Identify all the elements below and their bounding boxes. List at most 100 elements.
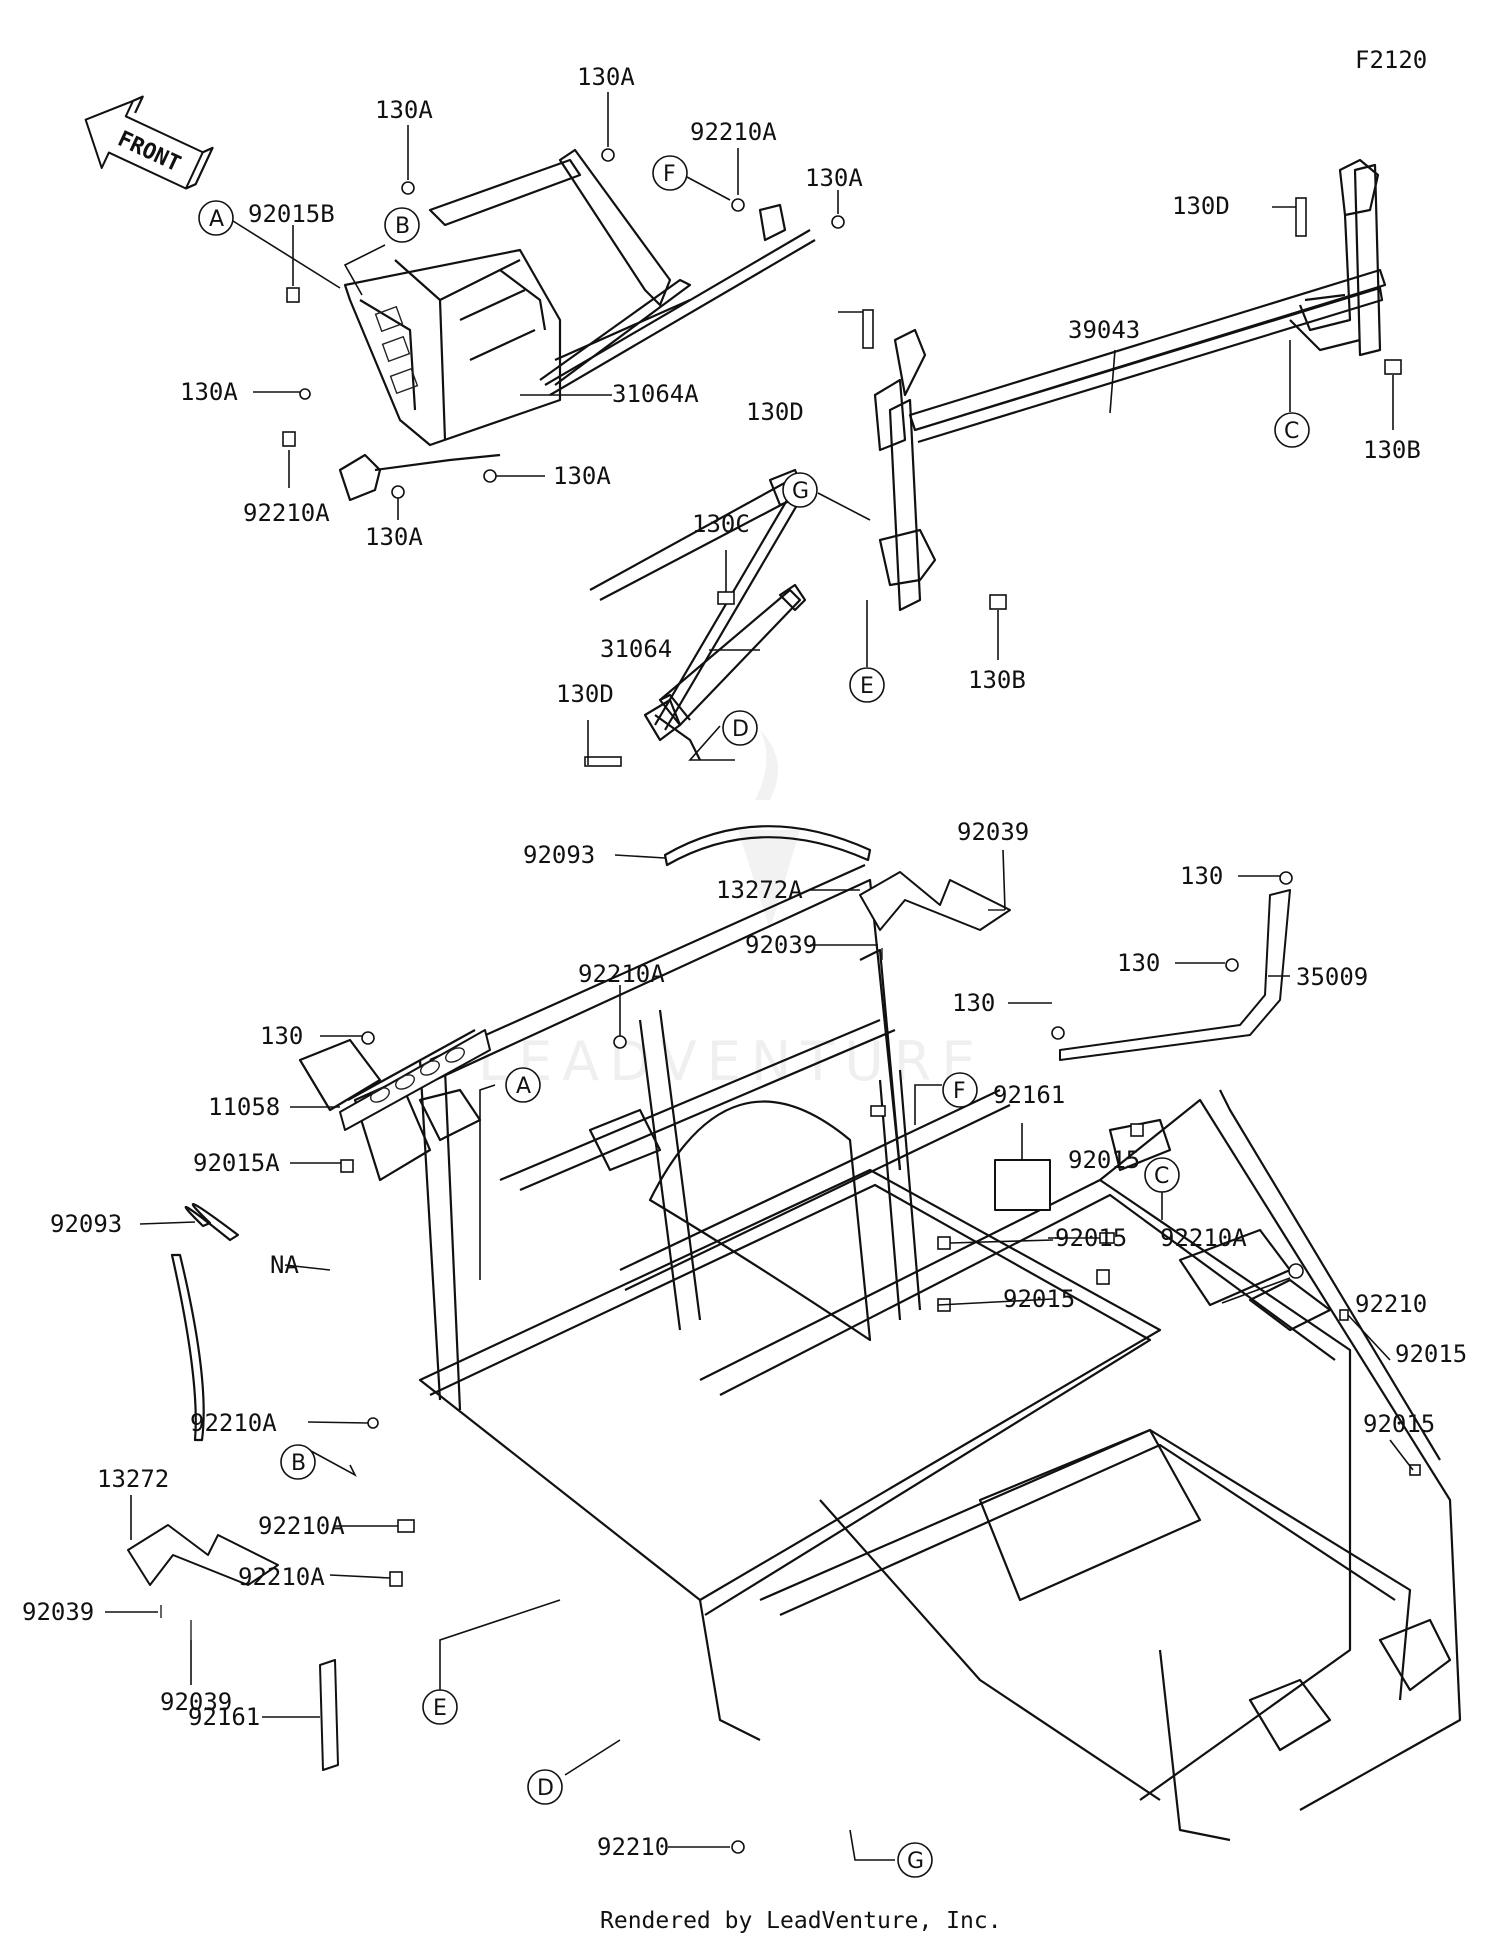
callout-circle: D (722, 710, 758, 746)
bolt-icon (1130, 1123, 1144, 1137)
nut-icon (731, 1840, 745, 1854)
part-label: 92039 (745, 931, 817, 959)
part-label: 92015 (1363, 1410, 1435, 1438)
washer-icon (367, 1417, 379, 1429)
reference-callouts: A B F C G E D A F C B E D G (198, 155, 1310, 1878)
bolt-icon (601, 148, 615, 162)
svg-text:G: G (792, 479, 809, 504)
callout-circle: B (280, 1444, 316, 1480)
part-label: 13272 (97, 1465, 169, 1493)
callout-circle: E (849, 667, 885, 703)
part-label: 130A (375, 96, 433, 124)
bolt-icon (870, 1105, 886, 1117)
bolt-icon (361, 1031, 375, 1045)
leader-lines (105, 92, 1414, 1848)
callout-circle: F (942, 1072, 978, 1108)
callout-circle: C (1274, 412, 1310, 448)
bolt-icon (1339, 1309, 1349, 1321)
part-label: 130D (746, 398, 804, 426)
bolt-icon (937, 1236, 951, 1250)
callout-circle: C (1144, 1157, 1180, 1193)
bolt-icon (340, 1159, 354, 1173)
part-label: 130A (553, 462, 611, 490)
part-label: 92210A (578, 960, 665, 988)
bolt-icon (989, 594, 1007, 610)
watermark: LEADVENTURE (478, 730, 975, 1093)
bolt-icon (1051, 1026, 1065, 1040)
part-label: 92210A (243, 499, 330, 527)
part-label: 130D (1172, 192, 1230, 220)
bolt-icon (483, 469, 497, 483)
bolt-icon (1279, 871, 1293, 885)
part-label: 92210A (238, 1563, 325, 1591)
part-label: 130D (556, 680, 614, 708)
svg-text:C: C (1284, 419, 1299, 444)
part-label: 92015 (1068, 1146, 1140, 1174)
svg-text:D: D (537, 1776, 554, 1801)
bolt-icon (286, 287, 300, 303)
part-label: 13272A (716, 876, 803, 904)
bolt-icon (401, 181, 415, 195)
part-label: 92015 (1055, 1224, 1127, 1252)
part-label: 92039 (22, 1598, 94, 1626)
part-label: 130 (1117, 949, 1160, 977)
part-label: 130 (1180, 862, 1223, 890)
bar-35009 (1059, 889, 1291, 1061)
part-label: 92015 (1003, 1285, 1075, 1313)
svg-text:E: E (860, 674, 874, 699)
front-arrow-icon: FRONT (84, 95, 214, 190)
part-label: 130A (805, 164, 863, 192)
bolt-icon (1096, 1269, 1110, 1285)
bolt-icon (282, 431, 296, 447)
part-label: 130A (577, 63, 635, 91)
svg-text:A: A (209, 207, 224, 232)
callout-circle: A (505, 1067, 541, 1103)
part-label: 92015A (193, 1149, 280, 1177)
svg-text:G: G (907, 1849, 924, 1874)
part-label: 130 (952, 989, 995, 1017)
part-label: 39043 (1068, 316, 1140, 344)
svg-text:A: A (516, 1074, 531, 1099)
svg-text:F: F (953, 1079, 966, 1104)
pad-92161-right (994, 1159, 1051, 1211)
part-label: 130C (692, 510, 750, 538)
nut-icon (1288, 1263, 1304, 1279)
part-label: 92210 (1355, 1290, 1427, 1318)
bolt-icon (1409, 1464, 1421, 1476)
part-label: 92161 (993, 1081, 1065, 1109)
bolt-icon (397, 1519, 415, 1533)
callout-circle: G (897, 1842, 933, 1878)
part-label: 92015B (248, 200, 335, 228)
bolt-icon (1225, 958, 1239, 972)
part-label: 31064 (600, 635, 672, 663)
svg-text:E: E (433, 1696, 447, 1721)
part-label: 130A (365, 523, 423, 551)
callout-circle: F (652, 155, 688, 191)
callout-circle: E (422, 1689, 458, 1725)
part-label: 130B (1363, 436, 1421, 464)
footer-credit: Rendered by LeadVenture, Inc. (600, 1908, 1002, 1934)
brace-31064 (654, 583, 807, 761)
bolt-icon (862, 309, 874, 349)
part-labels: 130A 130A 92210A 130A 92015B 130A 31064A… (22, 63, 1467, 1861)
part-label: 130A (180, 378, 238, 406)
main-frame (298, 863, 1462, 1842)
plate-11058 (339, 1029, 491, 1131)
svg-text:F: F (663, 162, 676, 187)
svg-text:B: B (291, 1451, 306, 1476)
part-label: 92093 (50, 1210, 122, 1238)
bar-92093-left (170, 1203, 240, 1442)
part-label: 92161 (188, 1703, 260, 1731)
callout-circle: D (527, 1769, 563, 1805)
bolt-icon (1295, 197, 1307, 237)
svg-text:C: C (1154, 1164, 1169, 1189)
part-label: 92015 (1395, 1340, 1467, 1368)
bolt-icon (1384, 359, 1402, 375)
part-label: 92039 (957, 818, 1029, 846)
bolt-icon (731, 198, 745, 212)
callout-circle: B (384, 207, 420, 243)
bolt-icon (717, 591, 735, 605)
part-label: 130B (968, 666, 1026, 694)
part-label: 92210A (690, 118, 777, 146)
part-label: 92210A (190, 1409, 277, 1437)
